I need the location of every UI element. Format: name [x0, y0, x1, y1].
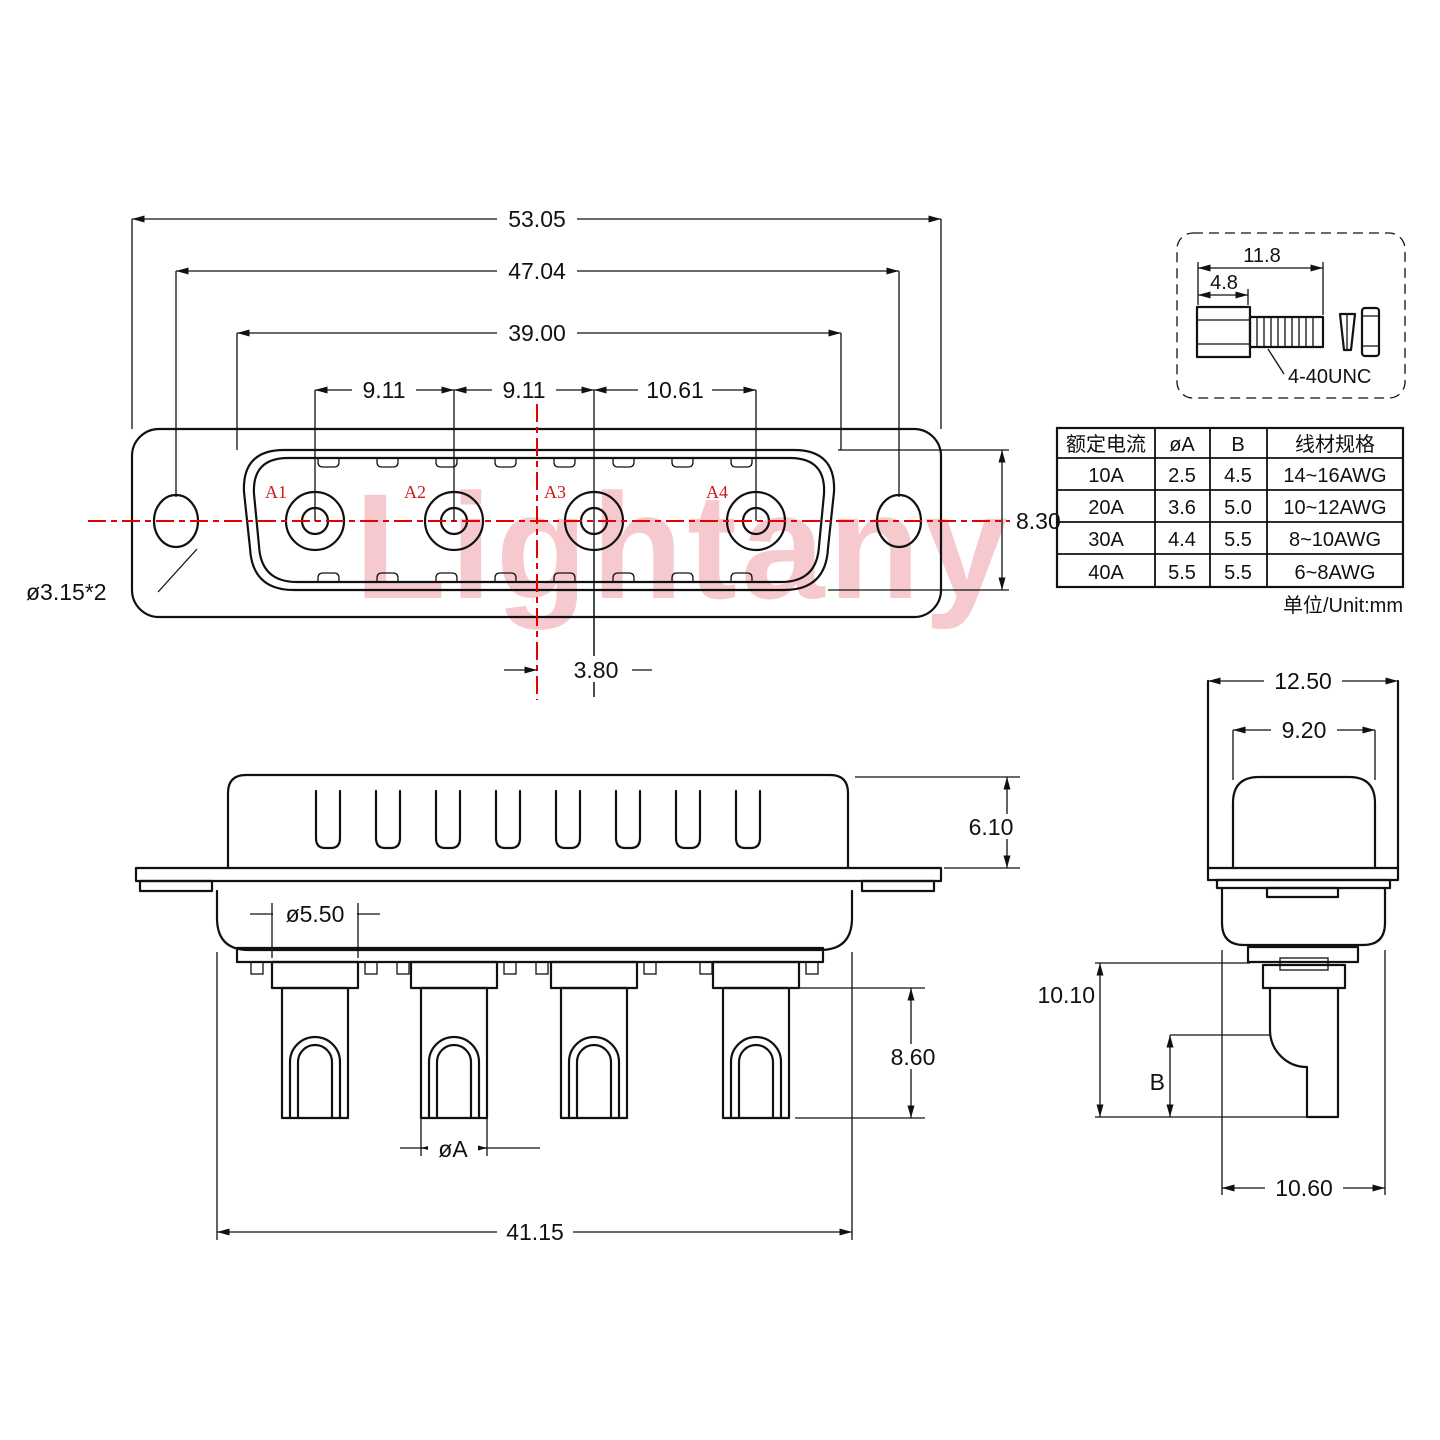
table-row-30a: 30A 4.4 5.5 8~10AWG — [1088, 529, 1381, 551]
screw-head — [1195, 305, 1252, 359]
end-pin-base — [1261, 963, 1347, 990]
side-wire-slots — [314, 789, 762, 850]
dim-center-offset: 3.80 — [574, 657, 619, 683]
dim-end-shroud-width: 9.20 — [1282, 717, 1327, 743]
side-rear-shell — [215, 889, 854, 952]
table-header-current: 额定电流 — [1066, 433, 1146, 456]
dim-end-tail-height: 10.10 — [1037, 982, 1095, 1008]
dim-cup-depth: 8.60 — [891, 1044, 936, 1070]
end-flange-bar2 — [1215, 878, 1392, 890]
watermark-text: Lightany — [355, 462, 1012, 630]
side-flange-bar — [134, 866, 943, 883]
dim-end-cup-label: B — [1150, 1069, 1165, 1095]
cell-wire: 14~16AWG — [1283, 465, 1386, 487]
cell-dia: 2.5 — [1168, 465, 1196, 487]
cell-current: 40A — [1088, 562, 1124, 584]
pin-label-a2: A2 — [404, 482, 426, 502]
table-header-b: B — [1231, 434, 1244, 456]
dim-end-body-width: 12.50 — [1274, 668, 1332, 694]
side-view: ø5.50 6.10 8.60 øA 41.15 — [134, 773, 1022, 1245]
insert-ticks — [317, 458, 753, 582]
table-header-wire: 线材规格 — [1295, 433, 1375, 456]
cell-current: 20A — [1088, 497, 1124, 519]
end-view: 12.50 9.20 10.10 B 10.60 — [1037, 668, 1400, 1201]
end-flange-bar1 — [1206, 866, 1400, 882]
screw-dimension-lines — [1197, 262, 1324, 375]
d-insert-outer — [242, 448, 836, 592]
dim-insert-pitch-a3-a4: 10.61 — [646, 377, 704, 403]
cell-b: 4.5 — [1224, 465, 1252, 487]
dim-overall-width: 53.05 — [508, 206, 566, 232]
end-rear-shell — [1220, 886, 1387, 947]
cell-current: 10A — [1088, 465, 1124, 487]
table-row-40a: 40A 5.5 5.5 6~8AWG — [1088, 562, 1375, 584]
side-pins — [280, 986, 791, 1120]
cell-b: 5.5 — [1224, 562, 1252, 584]
cell-dia: 4.4 — [1168, 529, 1196, 551]
thread-spec-label: 4-40UNC — [1288, 366, 1371, 388]
unit-note: 单位/Unit:mm — [1283, 594, 1403, 617]
detail-box — [1176, 232, 1406, 399]
dim-pin-dia: øA — [438, 1136, 468, 1162]
cell-dia: 3.6 — [1168, 497, 1196, 519]
spec-table: 额定电流 øA B 线材规格 10A 2.5 4.5 14~16AWG 20A … — [1055, 426, 1405, 617]
screw-detail: 11.8 4.8 4-40UNC — [1176, 232, 1406, 399]
dim-mount-span: 47.04 — [508, 258, 566, 284]
end-pin-profile — [1268, 986, 1340, 1119]
front-view: A1 A2 A3 A4 53.05 47.0 — [26, 206, 1061, 700]
table-header-dia: øA — [1169, 434, 1195, 456]
pin-label-a1: A1 — [265, 482, 287, 502]
dim-mount-hole: ø3.15*2 — [26, 579, 107, 605]
cell-current: 30A — [1088, 529, 1124, 551]
dim-screw-head: 4.8 — [1210, 272, 1238, 294]
thread-insert-parts — [1338, 306, 1381, 358]
cell-wire: 10~12AWG — [1283, 497, 1386, 519]
d-insert-inner — [252, 456, 826, 584]
cell-b: 5.5 — [1224, 529, 1252, 551]
dim-insert-height: 8.30 — [1016, 508, 1061, 534]
dim-pitch-a2-a3: 9.11 — [502, 377, 545, 403]
dim-body-height: 6.10 — [969, 814, 1014, 840]
side-flange-tab-right — [860, 879, 936, 893]
dim-pin-base-dia: ø5.50 — [286, 901, 345, 927]
dim-end-shell-depth: 10.60 — [1275, 1175, 1333, 1201]
end-dimension-lines — [1095, 726, 1386, 1195]
dim-screw-length: 11.8 — [1243, 245, 1280, 267]
end-flange-tab — [1265, 886, 1340, 899]
side-flange-tab-left — [138, 879, 214, 893]
end-shroud — [1231, 775, 1377, 870]
side-body-outline — [226, 773, 850, 870]
pin-label-a3: A3 — [544, 482, 566, 502]
table-grid — [1055, 426, 1405, 589]
screw-thread — [1248, 315, 1325, 349]
side-plate-tabs — [250, 961, 819, 975]
end-body-sides — [1206, 679, 1400, 870]
dim-insert-width: 39.00 — [508, 320, 566, 346]
table-row-20a: 20A 3.6 5.0 10~12AWG — [1088, 497, 1386, 519]
cell-dia: 5.5 — [1168, 562, 1196, 584]
table-row-10a: 10A 2.5 4.5 14~16AWG — [1088, 465, 1386, 487]
side-insert-plate — [235, 946, 825, 964]
cell-b: 5.0 — [1224, 497, 1252, 519]
dim-shell-width: 41.15 — [506, 1219, 564, 1245]
cell-wire: 6~8AWG — [1295, 562, 1376, 584]
end-insert-plate — [1246, 945, 1360, 964]
cell-wire: 8~10AWG — [1289, 529, 1381, 551]
pin-label-a4: A4 — [706, 482, 728, 502]
dim-pitch-a1-a2: 9.11 — [362, 377, 405, 403]
